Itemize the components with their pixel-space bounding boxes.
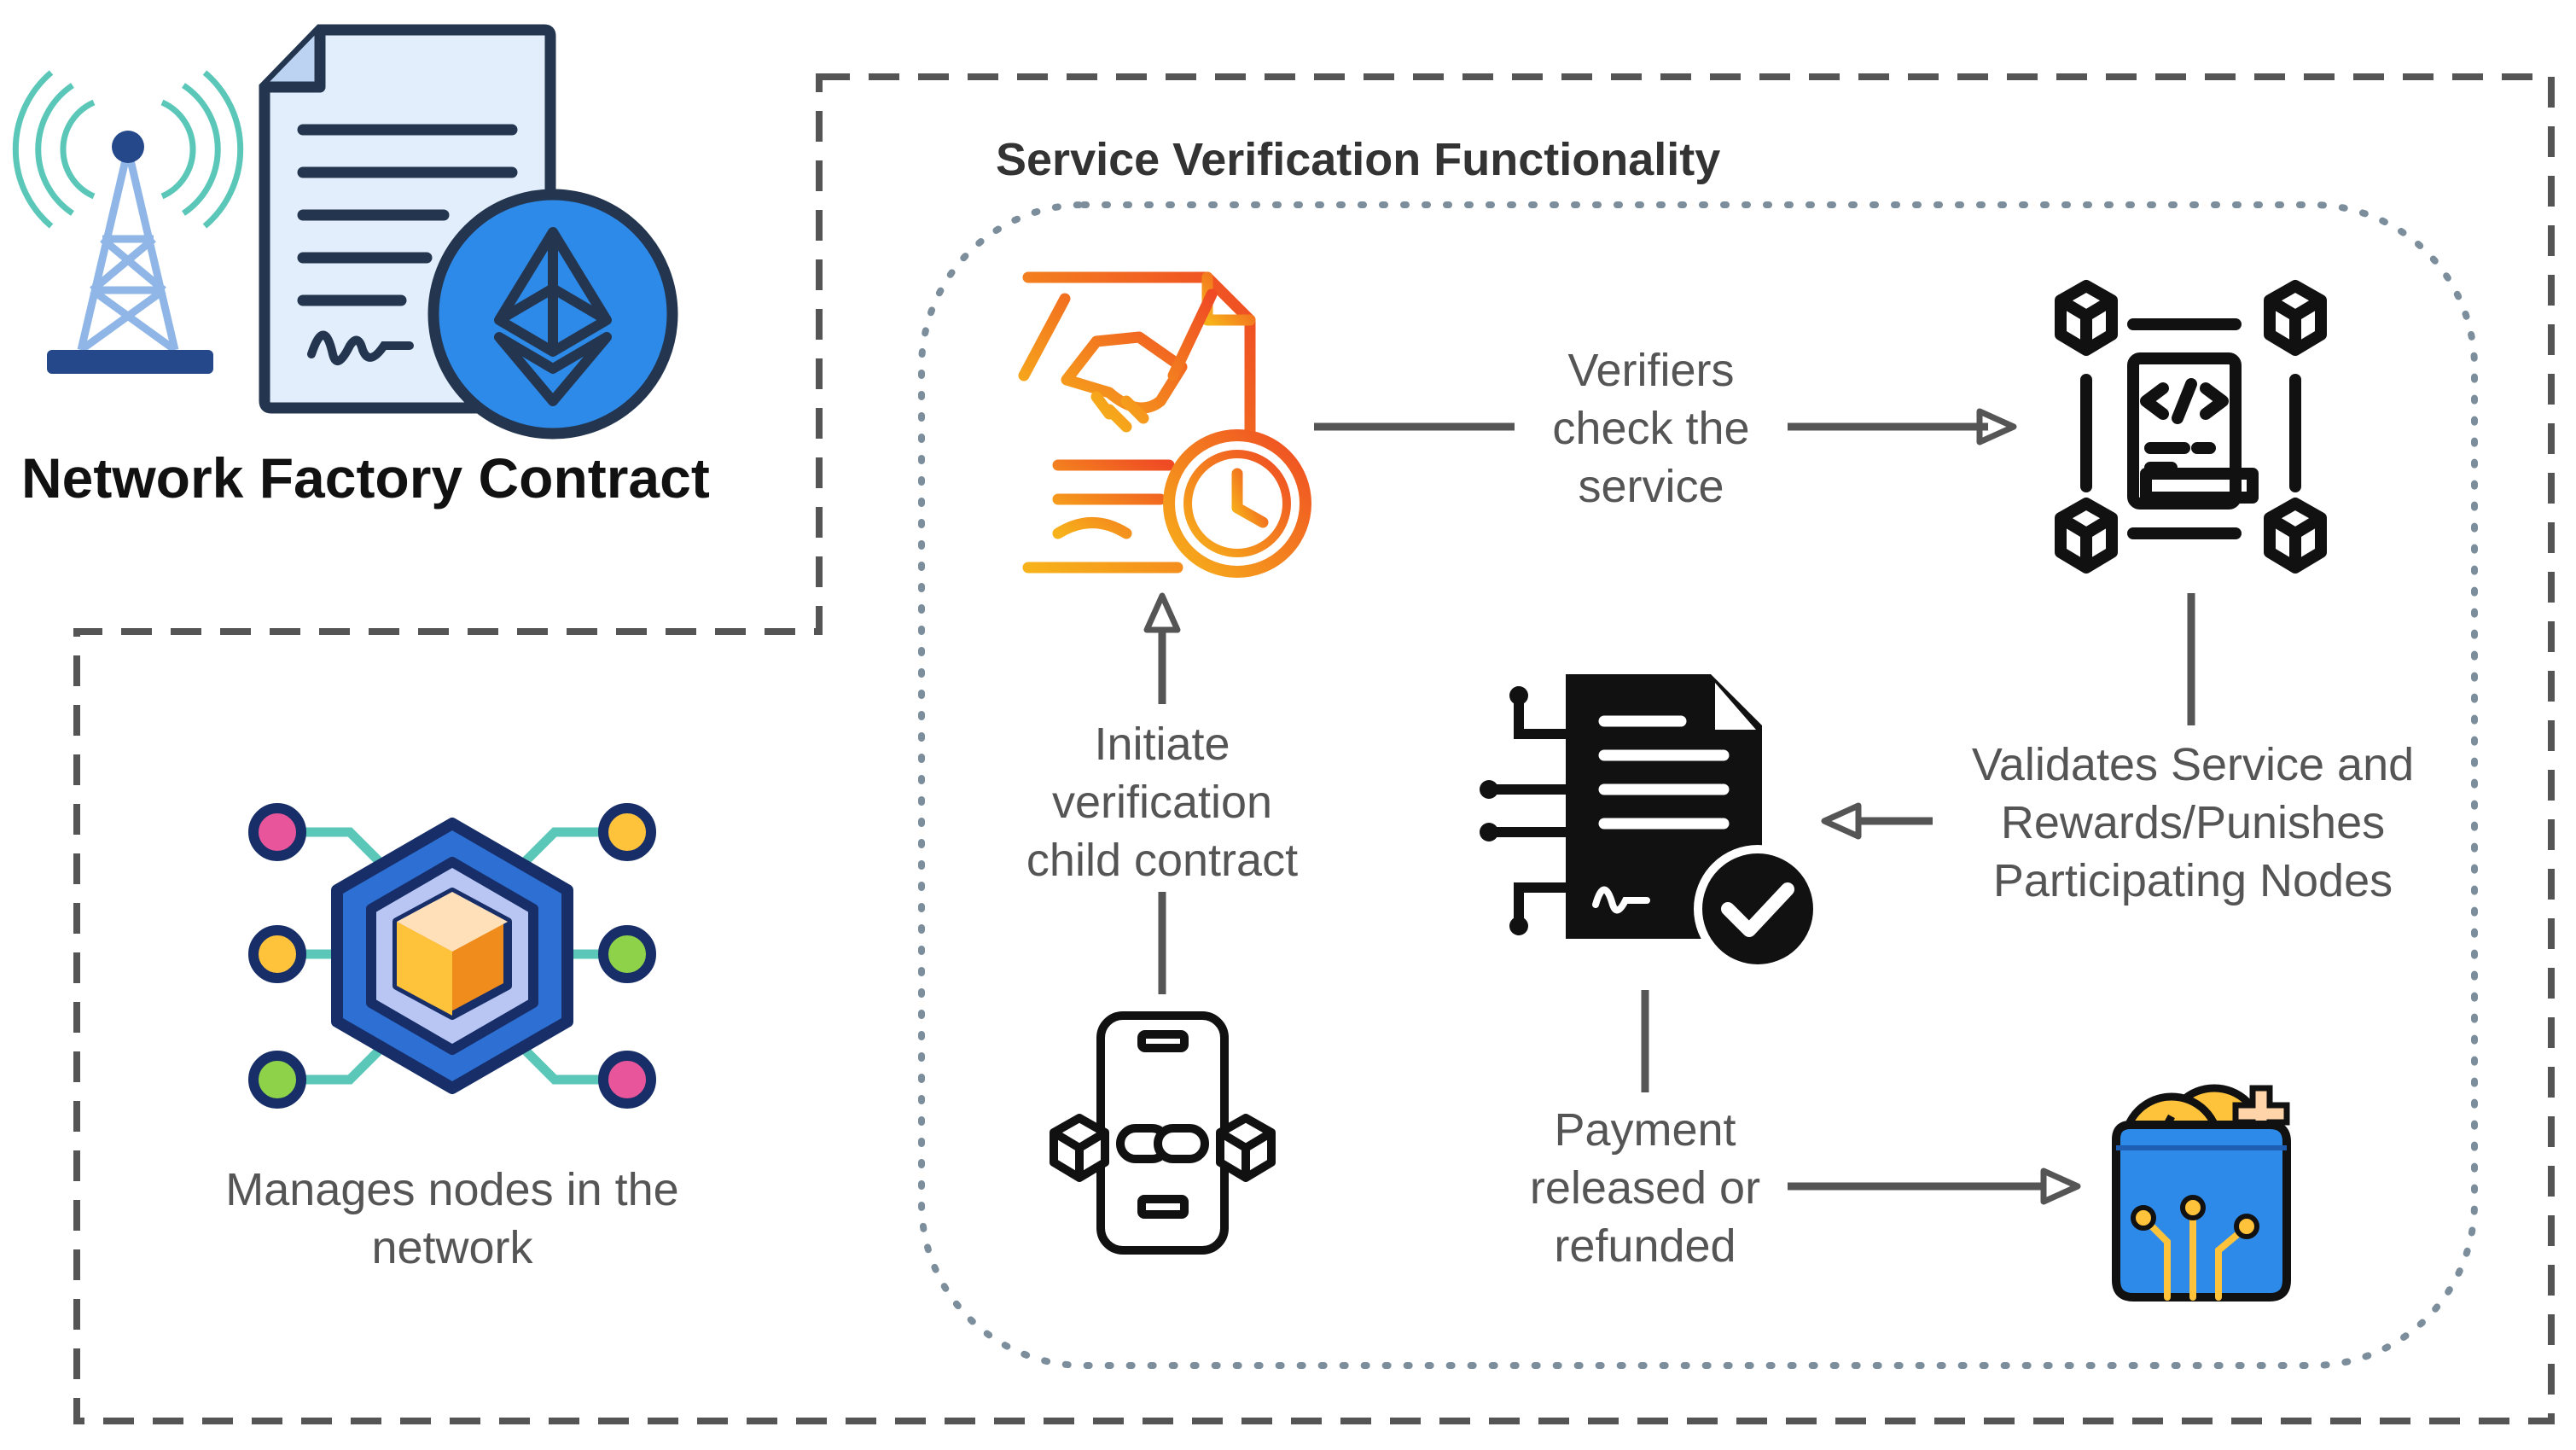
handshake-agreement-icon [1018,271,1311,578]
initiate-verification-label: Initiate verification child contract [1026,719,1299,886]
arrowhead-doc [1143,592,1181,633]
inner-dotted-boundary [918,201,2478,1369]
connectors [1143,408,2195,1205]
verifiers-check-label: Verifiers check the service [1552,345,1750,512]
validates-service-label: Validates Service and Rewards/Punishes P… [1971,739,2415,906]
service-verification-title: Service Verification Functionality [996,134,1721,185]
signed-smart-contract-icon [1480,674,1822,973]
network-nodes-icon [248,803,656,1109]
payment-released-label: Payment released or refunded [1529,1104,1761,1272]
network-factory-contract-title: Network Factory Contract [21,446,710,510]
arrowhead-blockchain [1976,408,2017,445]
radio-tower-icon [12,70,244,374]
mobile-chain-link-icon [1050,1011,1276,1255]
outer-dashed-boundary [73,73,2555,1424]
arrowhead-wallet [2040,1168,2081,1205]
crypto-wallet-icon [2112,1084,2291,1302]
blockchain-code-icon [2055,280,2327,574]
ethereum-contract-icon [259,24,678,440]
manages-nodes-label: Manages nodes in the network [225,1164,679,1273]
arrowhead-contract [1821,802,1862,840]
